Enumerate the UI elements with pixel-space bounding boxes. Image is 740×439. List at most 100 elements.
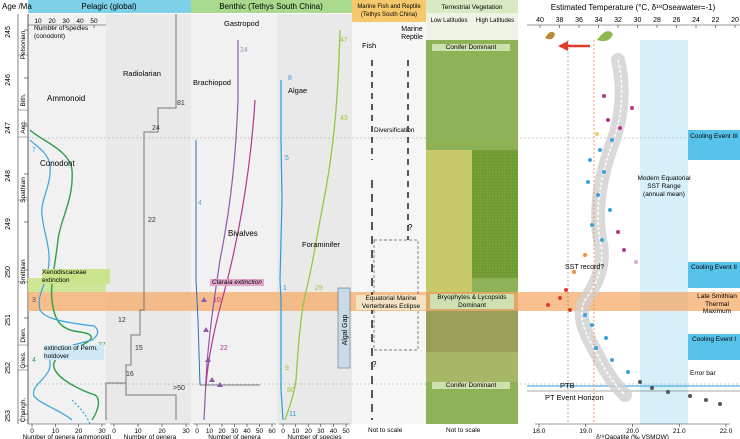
temperature-point <box>634 260 638 264</box>
stage-label: Aeg. <box>20 120 27 134</box>
gastropod-curve <box>203 40 239 421</box>
axis-tick: 30 <box>317 428 325 435</box>
count-label-n15: 15 <box>135 345 143 352</box>
temperature-point <box>704 398 708 402</box>
count-label-f9: 9 <box>285 365 289 372</box>
cooling-event-2-box <box>688 262 740 288</box>
temperature-point <box>594 346 598 350</box>
temp-tick: 34 <box>595 17 603 24</box>
stage-label: Gries. <box>20 351 27 369</box>
conodont-tick: 40 <box>76 18 84 25</box>
axis-tick: 0 <box>195 428 199 435</box>
q-mark-reptile: ? <box>408 223 413 232</box>
count-label-n50: >50 <box>173 385 185 392</box>
axis-tick: 50 <box>256 428 264 435</box>
benthic-axis-label: Number of genera <box>208 434 261 439</box>
temperature-point <box>588 158 592 162</box>
cooling-event-1-box <box>688 334 740 360</box>
axis-tick: 30 <box>98 428 106 435</box>
temperature-point <box>598 148 602 152</box>
count-label-g4: 4 <box>198 200 202 207</box>
temp-tick: 22 <box>712 17 720 24</box>
conodont-tick: 20 <box>48 18 56 25</box>
temperature-point <box>604 336 608 340</box>
gastropod-marker <box>205 357 211 362</box>
stage-label: Spathian <box>20 177 27 203</box>
count-label-g10: 10 <box>213 297 221 304</box>
count-label-f43: 43 <box>340 115 348 122</box>
foram-curve <box>284 29 341 421</box>
gastropod-marker <box>201 297 207 302</box>
age-tick: 253 <box>5 410 12 422</box>
dead-leaf-icon <box>545 31 555 40</box>
cooling-event-3-box <box>688 130 740 160</box>
count-label-g24: 24 <box>240 47 248 54</box>
low-latitudes: Low Latitudes <box>430 18 467 24</box>
count-label-a1: 1 <box>283 285 287 292</box>
temperature-point <box>630 106 634 110</box>
count-label-n16: 16 <box>126 371 134 378</box>
axis-tick: 40 <box>330 428 338 435</box>
temperature-point <box>602 94 606 98</box>
axis-tick: 60 <box>268 428 276 435</box>
xenodisc-band <box>28 278 106 292</box>
count-label-a8: 8 <box>288 75 292 82</box>
temperature-point <box>583 313 587 317</box>
count-label-c4: 4 <box>32 357 36 364</box>
benthic-header <box>191 0 352 13</box>
temperature-point <box>606 118 610 122</box>
brachiopod-curve <box>195 140 201 386</box>
temperature-point <box>596 193 600 197</box>
temperature-point <box>608 208 612 212</box>
temperature-point <box>600 238 604 242</box>
terr-low-bg <box>426 150 472 292</box>
temp-tick: 20 <box>731 17 739 24</box>
count-label-n81: 81 <box>177 100 185 107</box>
radiolarian-step <box>105 14 177 420</box>
gastropod-marker <box>203 327 209 332</box>
temp-tick: 32 <box>614 17 622 24</box>
temperature-point <box>590 323 594 327</box>
temperature-point <box>610 138 614 142</box>
stage-labels: PelsonianBith.Aeg.SpathianSmithianDien.G… <box>18 30 28 422</box>
stage-label: Smithian <box>20 259 27 285</box>
age-tick: 247 <box>5 122 12 134</box>
axis-tick: 0 <box>30 428 34 435</box>
temp-tick: 38 <box>556 17 564 24</box>
temp-tick: 36 <box>575 17 583 24</box>
ammonoid-curve <box>29 129 100 421</box>
gastropod-marker <box>217 382 223 387</box>
algae-axis-label: Number of species <box>287 434 342 439</box>
benthic-bg <box>191 14 277 424</box>
temperature-point <box>558 296 562 300</box>
terr-high-bg <box>472 150 518 278</box>
axis-tick: 10 <box>134 428 142 435</box>
conodont-tick: 30 <box>62 18 70 25</box>
temperature-point <box>718 402 722 406</box>
temperature-point <box>688 394 692 398</box>
temperature-point <box>626 370 630 374</box>
temp-tick: 40 <box>536 17 544 24</box>
pelagic-title: Pelagic (global) <box>81 2 136 11</box>
terr-header <box>426 0 518 13</box>
temperature-point <box>583 253 587 257</box>
temperature-point <box>618 126 622 130</box>
count-label-n24: 24 <box>152 125 160 132</box>
conodont-tick: 10 <box>34 18 42 25</box>
axis-tick: 22.0 <box>720 428 733 435</box>
count-label-a11: 11 <box>289 411 296 418</box>
temperature-point <box>564 288 568 292</box>
algal-gap-label: Algal Gap <box>342 315 349 346</box>
smithian-band <box>28 292 740 311</box>
terr-title: Terrestrial Vegetation <box>441 4 502 11</box>
count-label-f47: 47 <box>340 37 348 44</box>
temperature-point <box>622 248 626 252</box>
age-tick: 252 <box>5 362 12 374</box>
axis-tick: 20.0 <box>626 428 639 435</box>
temp-tick: 30 <box>634 17 642 24</box>
age-tick: 250 <box>5 266 12 278</box>
stage-label: Dien. <box>20 327 27 342</box>
conodont-tick: 50 <box>90 18 98 25</box>
